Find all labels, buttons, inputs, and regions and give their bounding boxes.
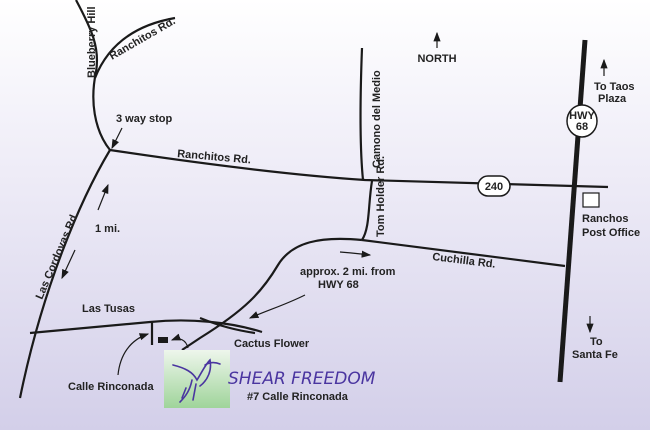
three-way-stop-arrow-icon xyxy=(111,127,123,150)
shear-freedom-building-marker xyxy=(158,337,168,343)
label-distance-2mi-1: approx. 2 mi. from xyxy=(300,266,396,278)
label-cuchilla: Cuchilla Rd. xyxy=(432,251,497,271)
label-distance-1mi: 1 mi. xyxy=(95,223,120,235)
label-ranchitos-upper: Ranchitos Rd. xyxy=(108,15,178,62)
hwy-68-shield xyxy=(566,104,598,138)
bird-icon xyxy=(172,358,221,403)
label-north: NORTH xyxy=(417,53,456,65)
label-three-way-stop: 3 way stop xyxy=(116,113,173,125)
label-camono-del-medio: Camono del Medio xyxy=(371,70,383,168)
road-blueberry-hill xyxy=(75,0,111,151)
label-cactus-flower: Cactus Flower xyxy=(234,338,310,350)
road-las-cordovas xyxy=(18,149,111,399)
calle-rinconada-arrow-icon xyxy=(117,333,150,376)
shear-freedom-logo xyxy=(164,350,230,408)
label-distance-2mi-2: HWY 68 xyxy=(318,279,359,291)
label-to-taos-1: To Taos xyxy=(594,81,635,93)
road-cuchilla-west xyxy=(181,237,363,351)
road-las-tusas xyxy=(29,319,263,335)
label-to-taos-2: Plaza xyxy=(598,93,627,105)
label-to-santa-fe-1: To xyxy=(590,336,603,348)
label-calle-rinconada: Calle Rinconada xyxy=(68,381,154,393)
road-camono-del-medio xyxy=(359,47,365,181)
road-tom-holder xyxy=(361,180,374,241)
road-cuchilla xyxy=(361,238,566,268)
distance-1mi-arrow-up-icon xyxy=(97,183,109,211)
route-240-label: 240 xyxy=(485,181,503,193)
label-las-cordovas: Las Cordovas Rd. xyxy=(34,210,82,301)
business-name: SHEAR FREEDOM xyxy=(228,369,376,389)
road-ranchitos-upper xyxy=(93,16,176,79)
label-to-santa-fe-2: Santa Fe xyxy=(572,349,618,361)
business-address: #7 Calle Rinconada xyxy=(247,391,349,403)
label-las-tusas: Las Tusas xyxy=(82,303,135,315)
hwy-68-label-2: 68 xyxy=(576,121,588,133)
road-hwy-68 xyxy=(557,39,588,383)
distance-2mi-arrow-right-icon xyxy=(339,250,372,258)
label-post-office-2: Post Office xyxy=(582,227,640,239)
post-office-marker xyxy=(582,192,600,208)
hwy-68-label-1: HWY xyxy=(569,110,595,122)
label-tom-holder: Tom Holder Rd. xyxy=(375,156,387,237)
road-cactus-flower-crossing xyxy=(199,316,256,335)
distance-2mi-arrow-left-icon xyxy=(248,294,306,319)
distance-1mi-arrow-down-icon xyxy=(61,249,76,280)
road-ranchitos-main xyxy=(109,148,609,189)
label-blueberry-hill: Blueberry Hill xyxy=(86,6,98,78)
cactus-flower-arrow-icon xyxy=(170,333,189,349)
label-post-office-1: Ranchos xyxy=(582,213,628,225)
route-240-shield xyxy=(477,175,511,197)
